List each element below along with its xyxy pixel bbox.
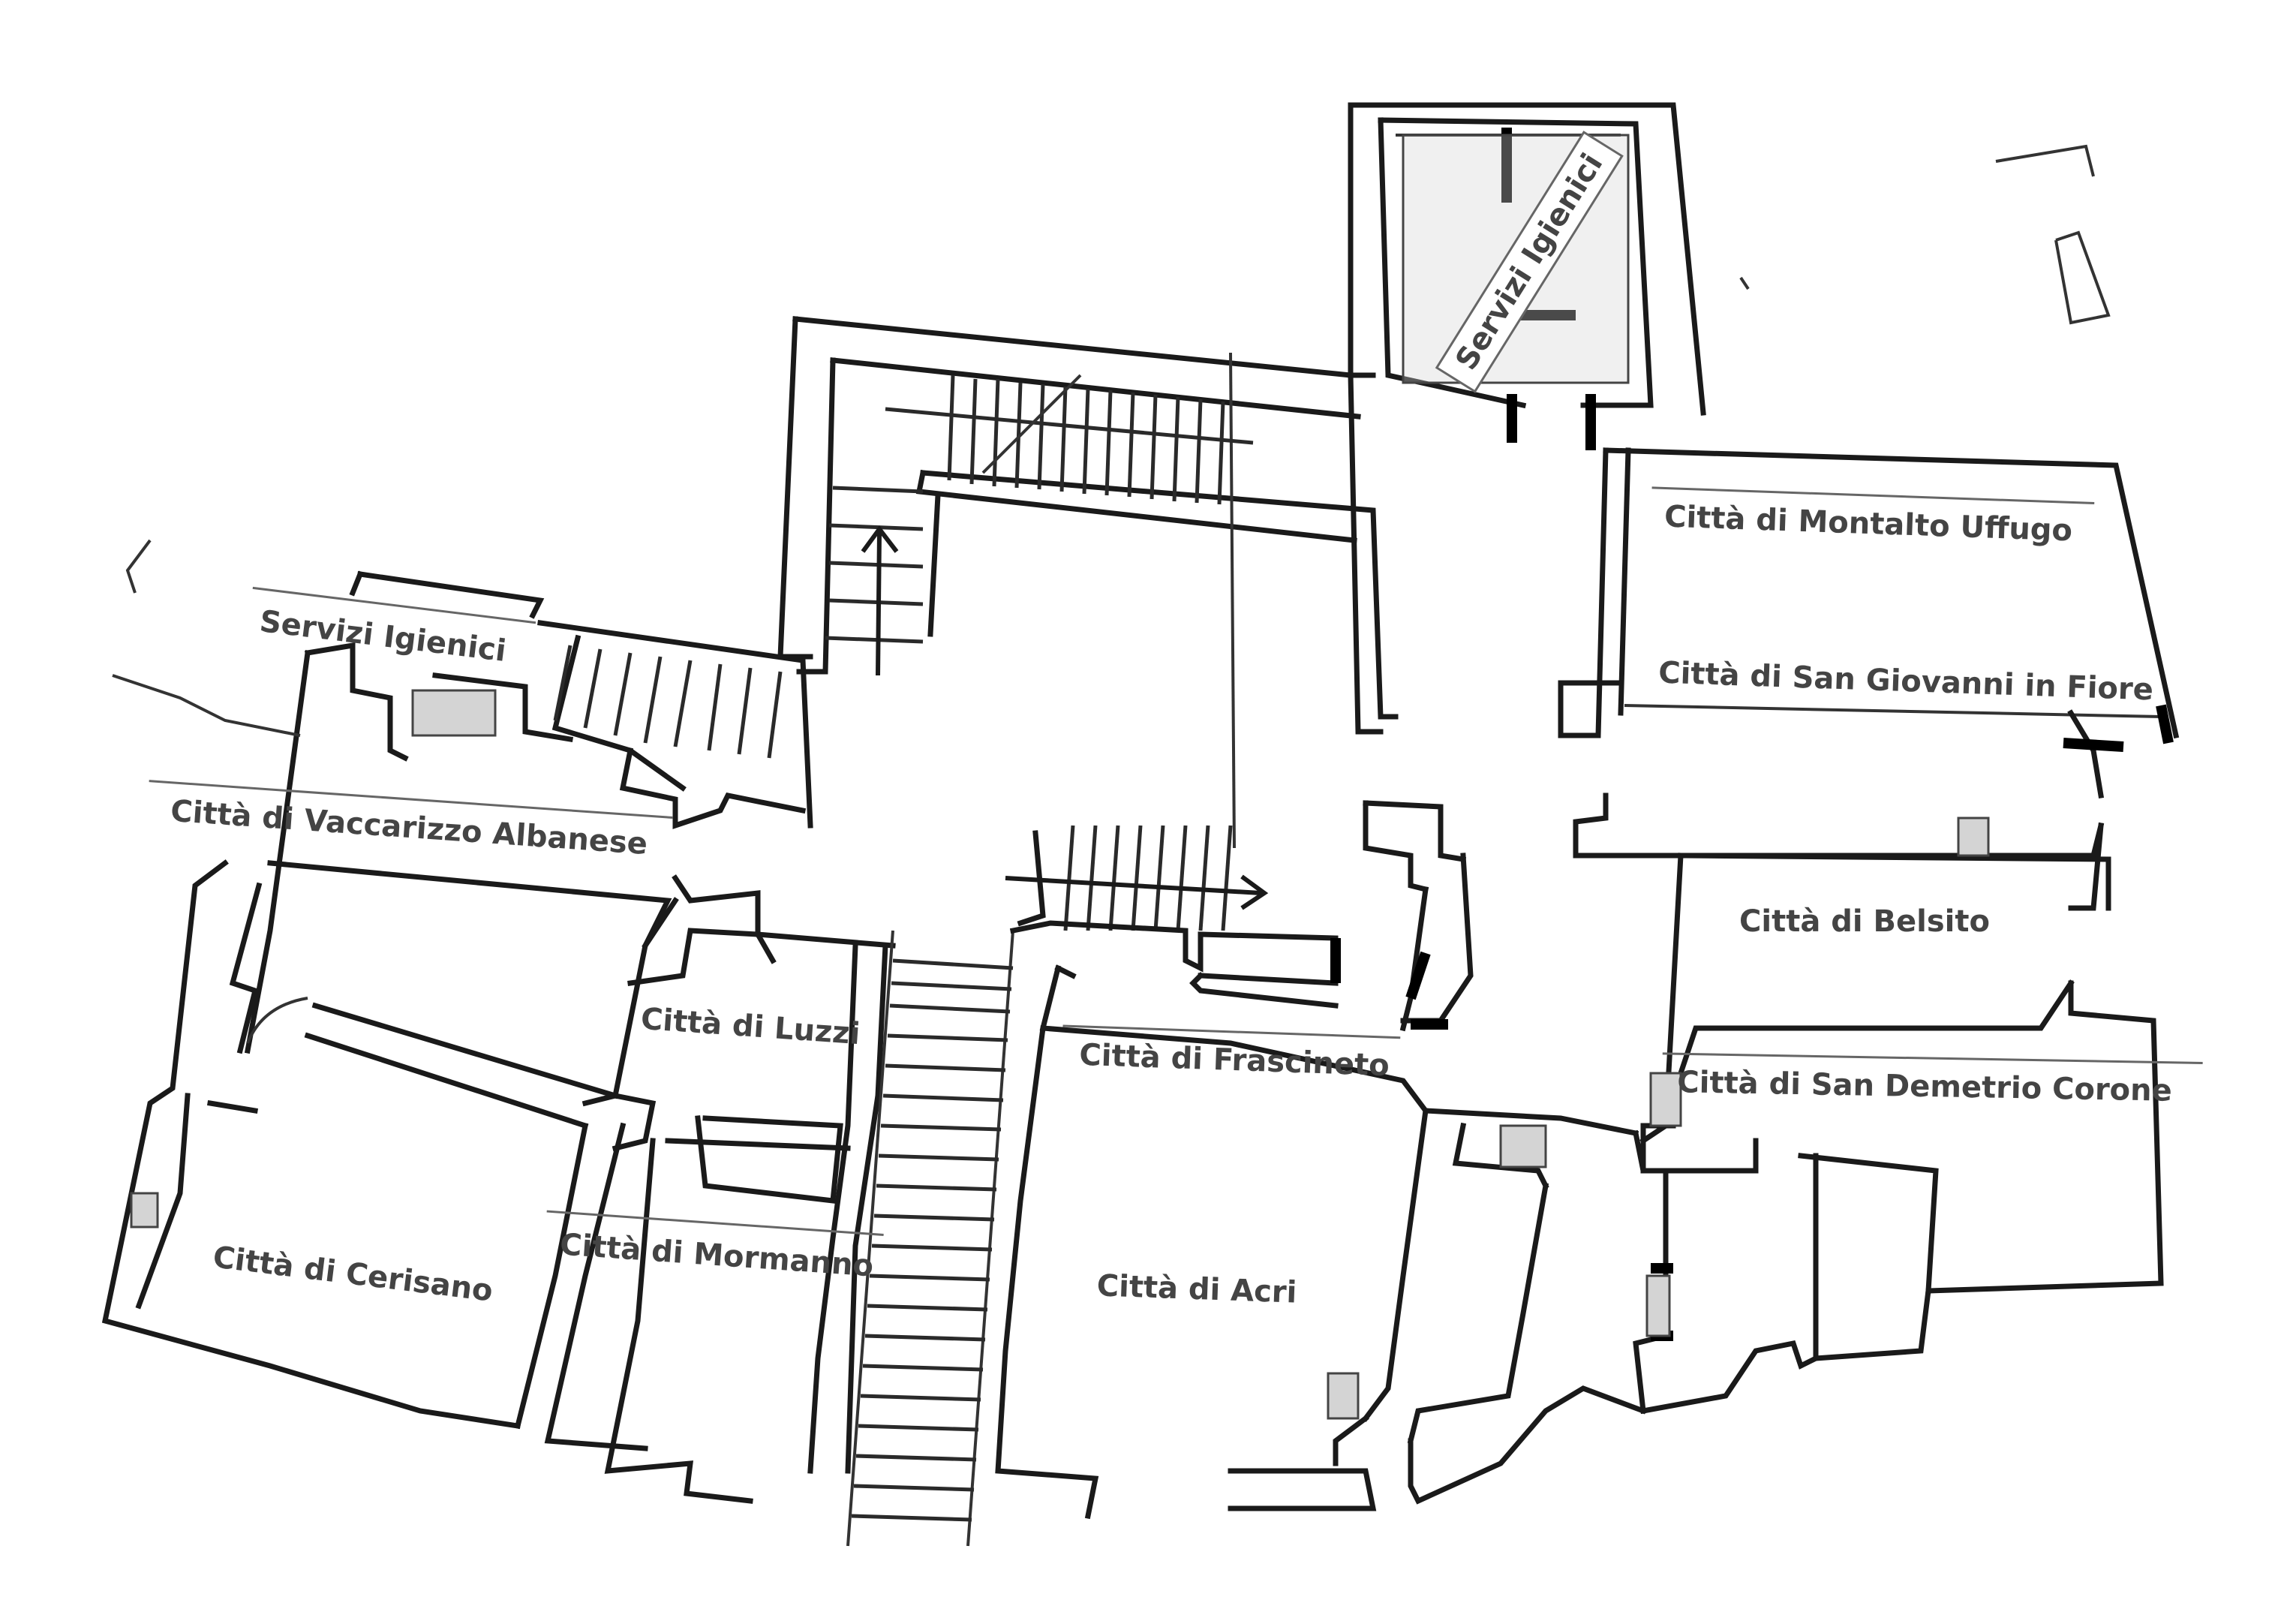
walls-left-outer [112,539,301,737]
walls-right-middle [995,800,1820,1520]
wall-hatch-left [130,1192,159,1229]
label-acri: Città di Acri [1096,1268,1297,1310]
right-hatch [1957,817,1990,857]
label-montalto-uffugo: Città di Montalto Uffugo [1651,486,2095,549]
stairs-central [846,930,1014,1547]
walls-middle-rooms [604,874,896,1504]
label-servizi-igienici-left: Servizi Igienici [252,586,536,669]
svg-text:Città di Acri: Città di Acri [1096,1268,1297,1310]
svg-text:Città di San Giovanni in Fiore: Città di San Giovanni in Fiore [1658,656,2154,708]
svg-text:Città di Luzzi: Città di Luzzi [640,1002,861,1051]
svg-text:Città di Frascineto: Città di Frascineto [1079,1038,1390,1083]
label-belsito: Città di Belsito [1739,904,1990,939]
walls-left-upper [244,570,813,1054]
toilet-left-hatch [411,689,497,737]
door-hatch-acri [1645,1274,1671,1337]
label-vaccarizzo-albanese: Città di Vaccarizzo Albanese [149,780,674,862]
svg-text:Città di Cerisano: Città di Cerisano [211,1240,494,1308]
svg-text:Città di Vaccarizzo Albanese: Città di Vaccarizzo Albanese [170,794,649,862]
walls-right-rooms [1558,447,2180,1361]
right-arrow-icon [1005,874,1269,910]
label-luzzi: Città di Luzzi [640,1002,861,1051]
label-cerisano: Città di Cerisano [211,1240,494,1308]
door-hatch-bottom [1327,1372,1360,1420]
stairs-landing [1009,825,1339,986]
stairs-top [825,374,1254,644]
label-san-giovanni-in-fiore: Città di San Giovanni in Fiore [1658,656,2154,708]
svg-text:Città di Belsito: Città di Belsito [1739,904,1990,939]
svg-text:Città di Montalto Uffugo: Città di Montalto Uffugo [1663,500,2072,549]
corridor-hatch [1499,1124,1547,1168]
walls-fragments [1739,144,2111,325]
label-san-demetrio-corone: Città di San Demetrio Corone [1662,1052,2203,1108]
walls-left-rooms [101,859,672,1451]
up-arrow-icon [861,525,899,676]
door-hatch [1649,1072,1682,1127]
svg-text:Città di Mormanno: Città di Mormanno [559,1227,875,1283]
svg-text:Città di San Demetrio Corone: Città di San Demetrio Corone [1677,1065,2172,1108]
